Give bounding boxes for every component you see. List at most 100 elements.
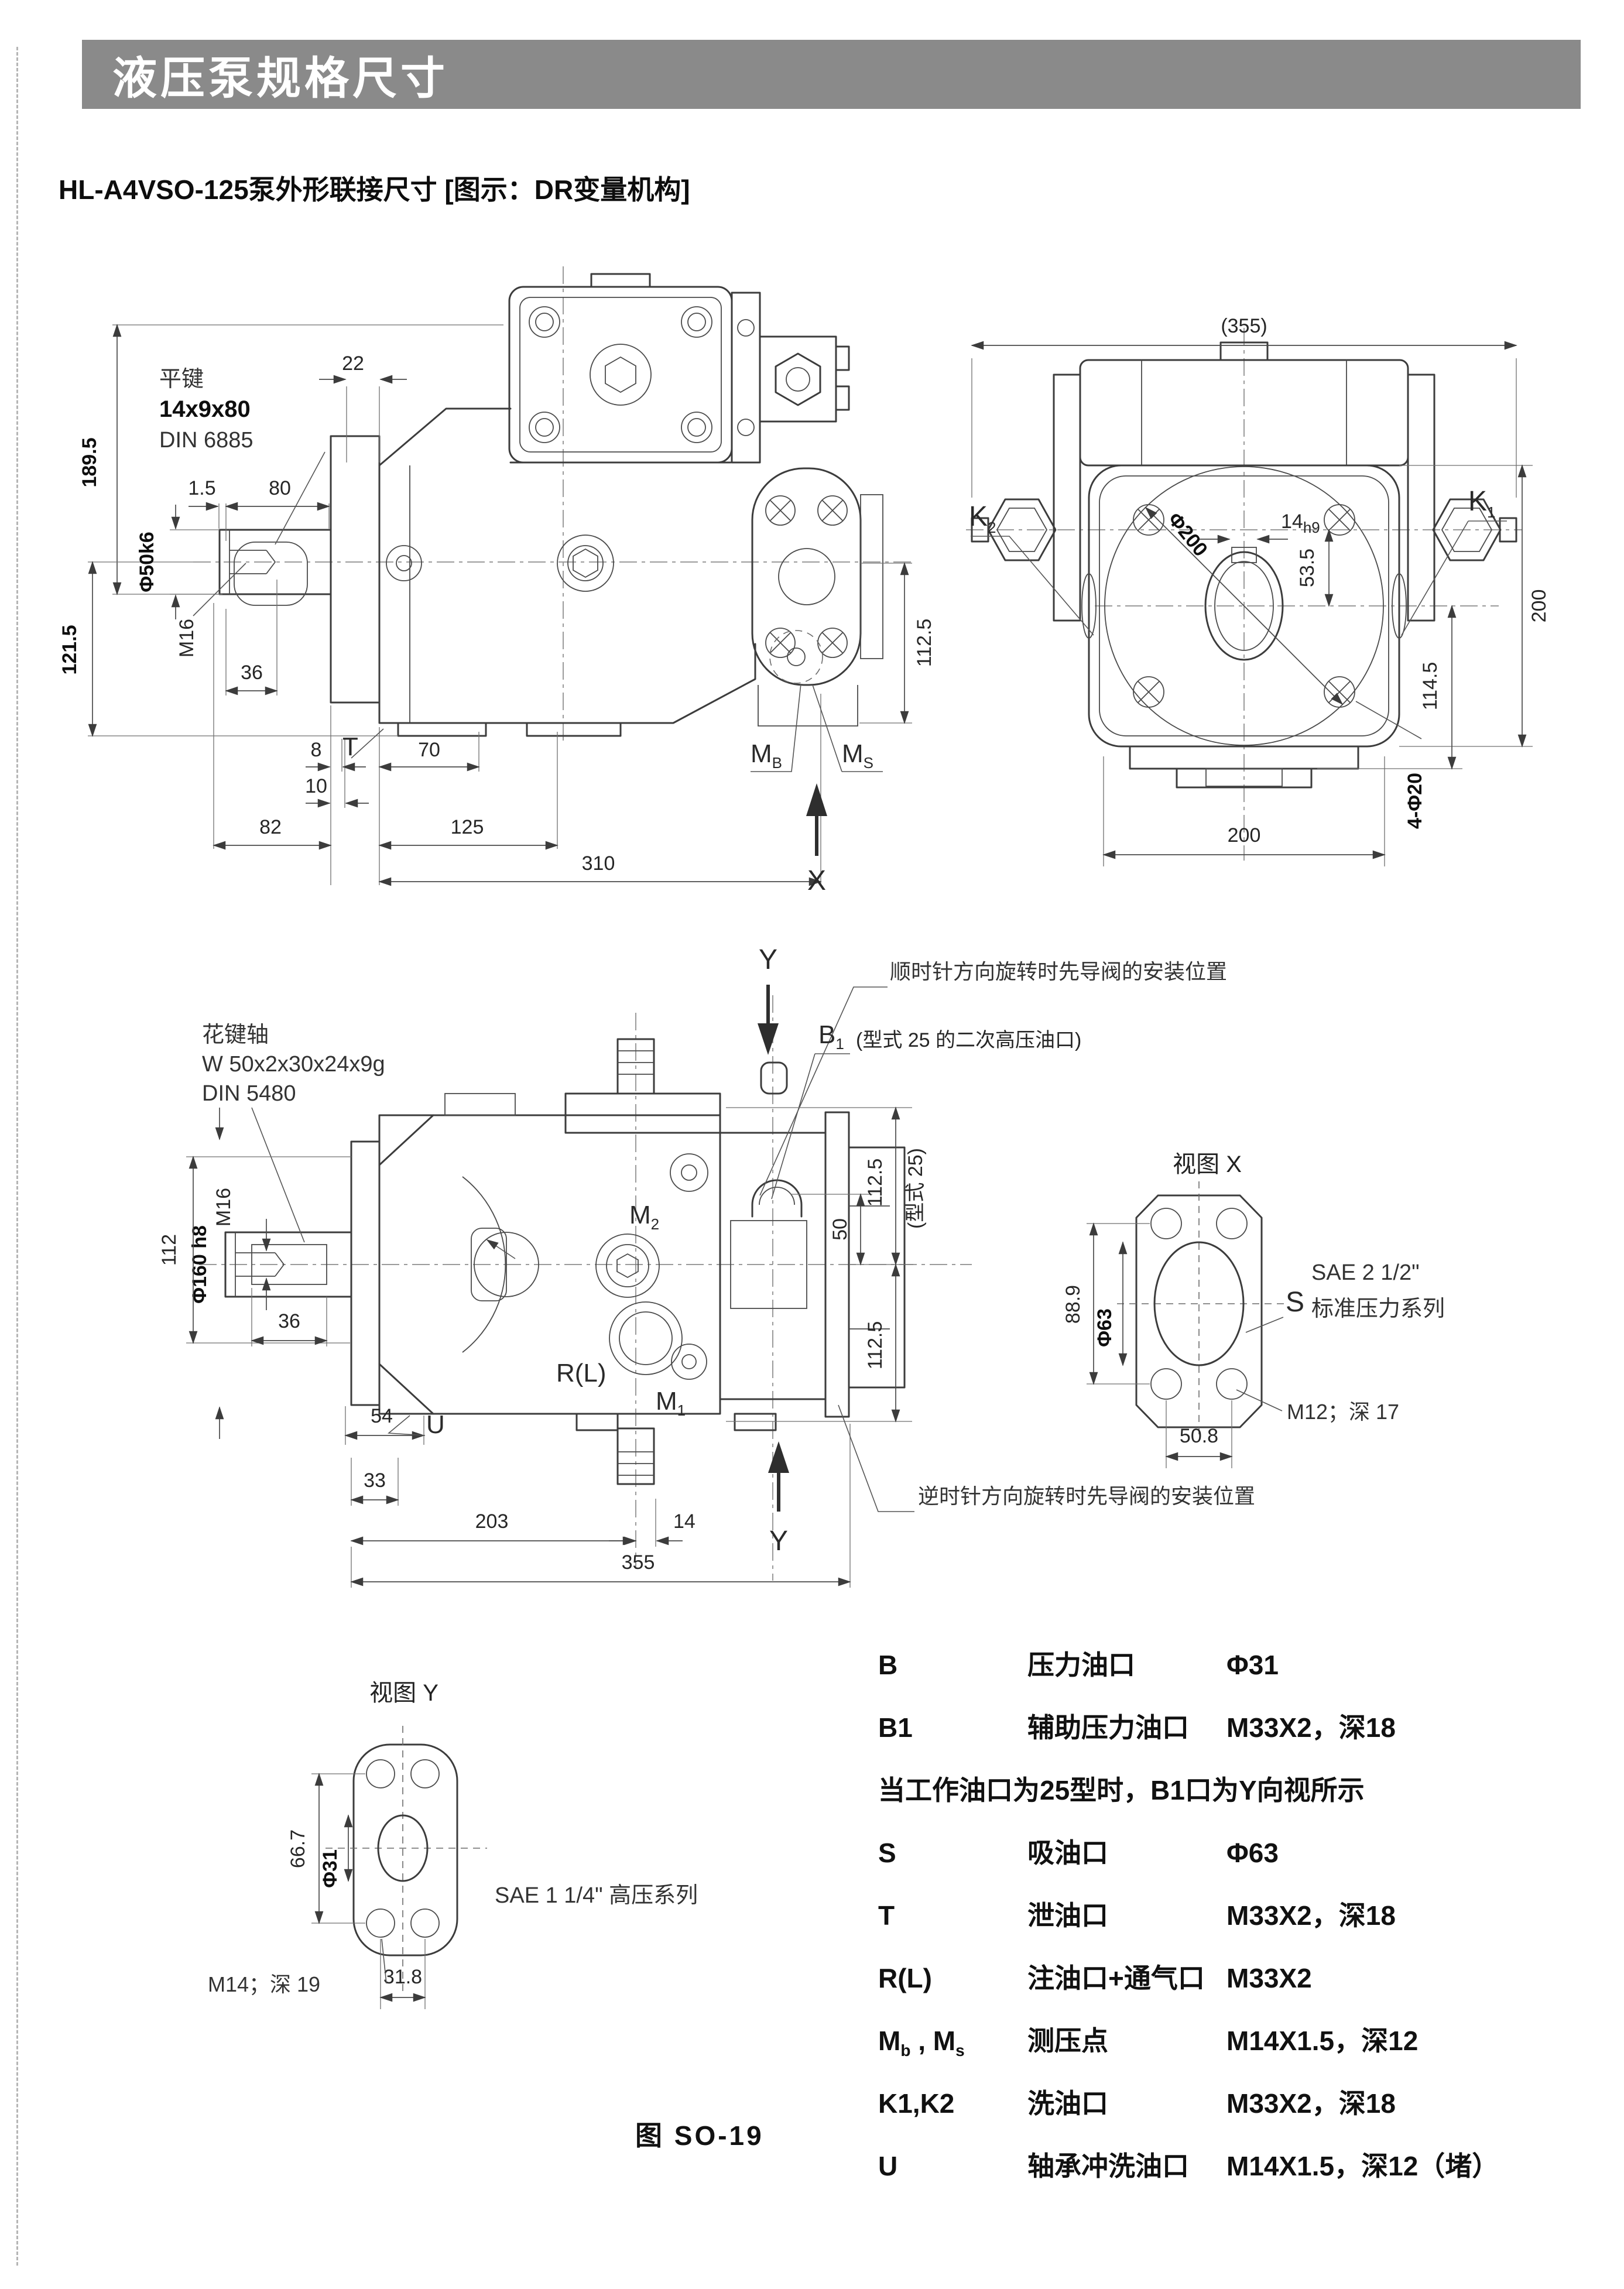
note-std-pressure: 标准压力系列 (1311, 1297, 1445, 1321)
dim-m16-b: M16 (213, 1188, 235, 1226)
label-port-RL: R(L) (556, 1359, 607, 1387)
dim-80: 80 (269, 477, 291, 499)
rear-view-dimensions: (355) 14h9 Φ200 53.5 200 114.5 4-Φ20 2 (971, 315, 1550, 866)
note-b1-type25: (型式 25 的二次高压油口) (856, 1029, 1081, 1051)
dim-355-paren: (355) (1221, 315, 1267, 337)
label-port-T: T (342, 732, 358, 761)
port-spec: M33X2 (1226, 1963, 1312, 1993)
note-sae-1-25: SAE 1 1/4" 高压系列 (495, 1883, 698, 1908)
spline-label-2: W 50x2x30x24x9g (202, 1052, 385, 1077)
dim-50-8: 50.8 (1180, 1425, 1218, 1447)
label-view-X: X (807, 865, 826, 896)
dim-1-5: 1.5 (188, 477, 215, 499)
dim-50: 50 (829, 1218, 851, 1241)
dim-125: 125 (451, 816, 484, 838)
spline-label-1: 花键轴 (202, 1023, 269, 1047)
port-spec: M14X1.5，深12 (1226, 2026, 1419, 2056)
view-x-dimensions: 88.9 Φ63 50.8 (1062, 1222, 1233, 1468)
label-port-B1: B1 (818, 1020, 844, 1053)
port-spec: M33X2，深18 (1226, 1712, 1396, 1743)
port-name: 注油口+通气口 (1027, 1963, 1205, 1993)
label-port-MS: MS (842, 739, 873, 772)
port-name: 测压点 (1027, 2026, 1108, 2056)
note-m14: M14；深 19 (208, 1972, 320, 1996)
label-port-K2: K2 (969, 501, 996, 536)
port-code: S (878, 1838, 896, 1868)
note-type25: (型式 25) (904, 1148, 927, 1229)
label-view-Y-bottom: Y (769, 1526, 788, 1557)
label-port-M2: M2 (629, 1201, 659, 1233)
port-spec: M33X2，深18 (1226, 1900, 1396, 1931)
port-code: T (878, 1900, 895, 1931)
port-name: 泄油口 (1027, 1900, 1108, 1931)
dim-36-b: 36 (278, 1310, 300, 1332)
port-spec: M33X2，深18 (1226, 2088, 1396, 2119)
dim-14h9: 14h9 (1281, 510, 1320, 536)
dim-8: 8 (311, 739, 322, 761)
table-row: B1 辅助压力油口 M33X2，深18 (878, 1697, 1569, 1759)
port-name: 洗油口 (1027, 2088, 1108, 2119)
dim-36: 36 (241, 662, 263, 684)
dim-121-5: 121.5 (59, 625, 81, 674)
key-label-2: 14x9x80 (159, 396, 251, 422)
dim-114-5: 114.5 (1419, 662, 1441, 711)
view-y: 视图 Y 66.7 Φ31 31.8 SAE 1 1/4" 高压系列 M14；深… (208, 1680, 698, 2009)
port-name: 轴承冲洗油口 (1027, 2151, 1189, 2181)
table-row: S 吸油口 Φ63 (878, 1822, 1569, 1884)
page-title: 液压泵规格尺寸 (112, 54, 448, 104)
dim-112-5-top: 112.5 (864, 1159, 886, 1207)
view-x-arrow-icon (806, 783, 827, 856)
dim-phi31: Φ31 (319, 1849, 341, 1888)
header-bar: 液压泵规格尺寸 (82, 40, 1581, 109)
dim-112: 112 (158, 1234, 180, 1266)
dim-88-9: 88.9 (1062, 1285, 1084, 1324)
dim-189-5: 189.5 (78, 437, 101, 487)
dim-70: 70 (418, 739, 440, 761)
label-port-U: U (426, 1410, 445, 1439)
label-port-M1: M1 (656, 1387, 686, 1419)
dim-82: 82 (259, 816, 282, 838)
rear-view: (355) 14h9 Φ200 53.5 200 114.5 4-Φ20 2 (966, 315, 1550, 866)
note-counterclockwise: 逆时针方向旋转时先导阀的安装位置 (918, 1484, 1255, 1508)
dim-54: 54 (371, 1405, 393, 1427)
note-clockwise: 顺时针方向旋转时先导阀的安装位置 (890, 960, 1227, 984)
port-code: B (878, 1650, 898, 1680)
note-sae-2-5: SAE 2 1/2" (1311, 1260, 1420, 1285)
dim-phi200: Φ200 (1163, 508, 1212, 561)
drawing-subtitle: HL-A4VSO-125泵外形联接尺寸 [图示：DR变量机构] (59, 174, 690, 205)
port-code: Mb , Ms (878, 2026, 965, 2060)
label-port-K1: K1 (1468, 486, 1495, 521)
side-view: 平键 14x9x80 DIN 6885 22 189.5 121.5 Φ50k6 (59, 266, 936, 896)
bottom-view-dimensions: M16 Φ160 h8 112 36 54 33 (158, 1106, 927, 1588)
note-m12: M12；深 17 (1287, 1400, 1399, 1424)
dim-4-phi20: 4-Φ20 (1404, 773, 1426, 829)
dim-112-5-bot: 112.5 (864, 1321, 886, 1370)
port-name: 吸油口 (1027, 1838, 1108, 1868)
dim-66-7: 66.7 (287, 1829, 309, 1868)
label-port-S: S (1286, 1287, 1304, 1318)
dim-112-5: 112.5 (913, 619, 936, 667)
table-note: 当工作油口为25型时，B1口为Y向视所示 (878, 1775, 1365, 1805)
port-spec: Φ31 (1226, 1650, 1279, 1680)
table-row: Mb , Ms 测压点 M14X1.5，深12 (878, 2010, 1569, 2072)
dim-53-5: 53.5 (1296, 549, 1318, 587)
dim-22: 22 (342, 352, 364, 375)
port-code: B1 (878, 1712, 913, 1743)
dim-33: 33 (364, 1469, 386, 1492)
spline-label-3: DIN 5480 (202, 1081, 296, 1106)
dim-m16: M16 (176, 619, 198, 657)
dim-203: 203 (475, 1510, 509, 1533)
view-y-arrow-up-icon (768, 1441, 789, 1512)
side-view-dimensions: 22 189.5 121.5 Φ50k6 M16 1.5 80 (59, 324, 936, 886)
label-port-MB: MB (751, 739, 782, 772)
key-label-3: DIN 6885 (159, 428, 253, 453)
key-label-1: 平键 (159, 367, 204, 392)
dim-31-8: 31.8 (383, 1966, 422, 1988)
port-name: 辅助压力油口 (1027, 1712, 1189, 1743)
port-spec: Φ63 (1226, 1838, 1279, 1868)
